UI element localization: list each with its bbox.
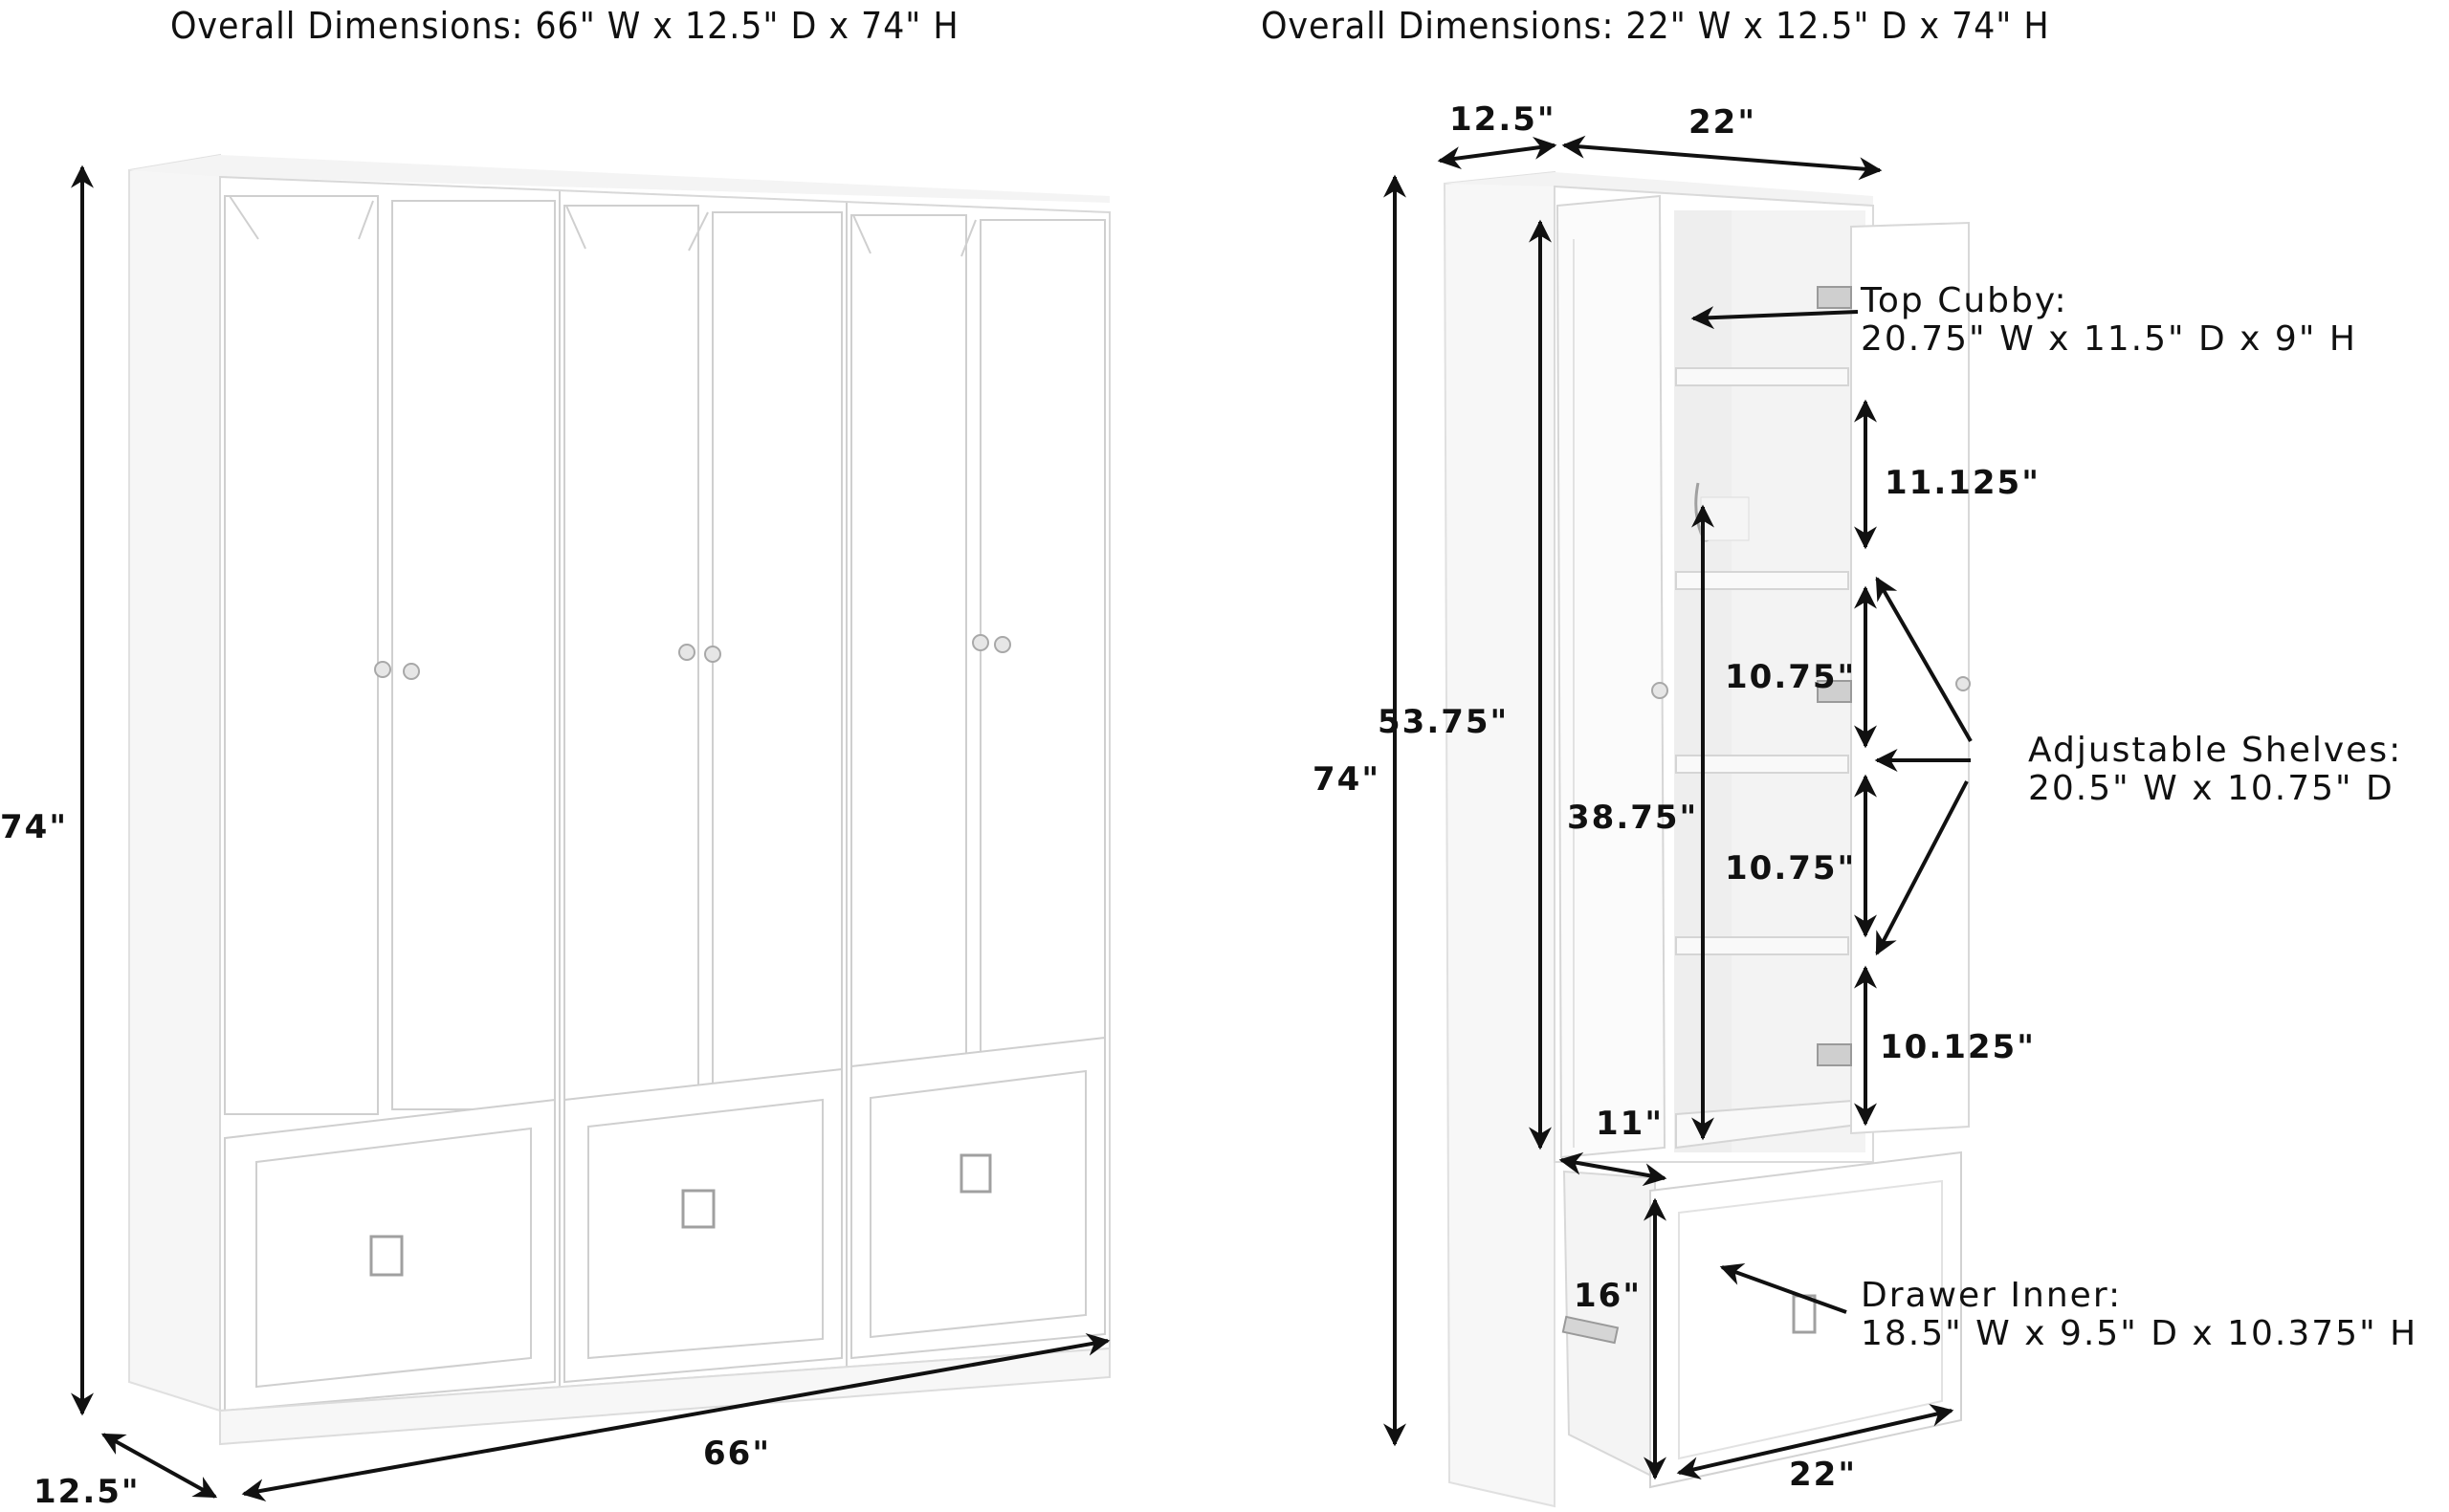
left-depth-label: 12.5" (33, 1473, 141, 1511)
right-overall-dimensions-title: Overall Dimensions: 22" W x 12.5" D x 74… (1261, 5, 2050, 47)
shelf-gap-bottom-label: 10.125" (1880, 1028, 2036, 1066)
adjustable-shelves-callout: Adjustable Shelves: 20.5" W x 10.75" D (2028, 732, 2402, 808)
three-unit-cabinet-illustration (128, 153, 1111, 1446)
door-height-label: 53.75" (1378, 703, 1510, 741)
shelf-gap-top-label: 11.125" (1885, 464, 2041, 502)
right-width-top-label: 22" (1688, 103, 1757, 142)
drawer-width-label: 22" (1789, 1456, 1858, 1494)
left-overall-dimensions-title: Overall Dimensions: 66" W x 12.5" D x 74… (170, 5, 960, 47)
top-cubby-value: 20.75" W x 11.5" D x 9" H (1861, 319, 2357, 359)
interior-height-label: 38.75" (1567, 799, 1699, 837)
left-width-label: 66" (703, 1435, 772, 1473)
adjustable-shelves-label: Adjustable Shelves: (2028, 731, 2403, 770)
left-height-label: 74" (0, 808, 69, 846)
right-overall-height-label: 74" (1313, 760, 1381, 799)
top-cubby-callout: Top Cubby: 20.75" W x 11.5" D x 9" H (1861, 282, 2357, 359)
shelves (1675, 367, 1866, 1150)
drawer-inner-value: 18.5" W x 9.5" D x 10.375" H (1861, 1314, 2418, 1353)
right-dimension-arrows (1383, 135, 1973, 1480)
shelf-gap-mid1-label: 10.75" (1725, 658, 1857, 696)
drawer-inner-callout: Drawer Inner: 18.5" W x 9.5" D x 10.375"… (1861, 1277, 2417, 1353)
drawer-pulls (369, 1153, 992, 1277)
drawers (224, 1036, 1106, 1413)
right-depth-top-label: 12.5" (1449, 100, 1556, 139)
drawer-height-label: 16" (1574, 1277, 1643, 1315)
drawer-inner-label: Drawer Inner: (1861, 1276, 2123, 1315)
door-knobs (374, 634, 1011, 680)
interior-depth-label: 11" (1596, 1105, 1665, 1143)
shelf-gap-mid2-label: 10.75" (1725, 849, 1857, 887)
adjustable-shelves-value: 20.5" W x 10.75" D (2028, 769, 2394, 808)
hinges (1817, 286, 1852, 1066)
top-cubby-label: Top Cubby: (1861, 281, 2068, 320)
left-dimension-arrows (71, 164, 1111, 1502)
